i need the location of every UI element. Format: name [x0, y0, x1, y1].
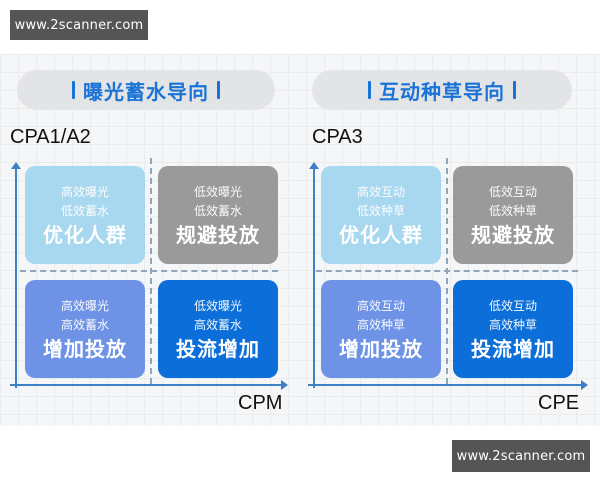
title-bar-right — [513, 81, 516, 99]
quadrant-line2: 高效蓄水 — [193, 317, 242, 332]
title-bar-left — [368, 81, 371, 99]
watermark-top: www.2scanner.com — [10, 10, 148, 40]
quadrant-action: 规避投放 — [471, 222, 555, 247]
quadrant-line1: 低效曝光 — [193, 184, 242, 199]
quadrant-action: 投流增加 — [471, 336, 555, 361]
title-bar-right — [217, 81, 220, 99]
quadrant-action: 增加投放 — [339, 336, 423, 361]
quadrant-bottom-right: 低效互动 高效种草 投流增加 — [453, 280, 573, 378]
quadrant-bottom-left: 高效曝光 高效蓄水 增加投放 — [25, 280, 145, 378]
quadrant-line2: 低效种草 — [356, 203, 405, 218]
panel-title-pill: 互动种草导向 — [312, 70, 572, 110]
quadrant-top-right: 低效互动 低效种草 规避投放 — [453, 166, 573, 264]
quadrant-top-right: 低效曝光 低效蓄水 规避投放 — [158, 166, 278, 264]
horizontal-divider — [316, 270, 578, 272]
quadrant-action: 优化人群 — [339, 222, 423, 247]
title-bar-left — [72, 81, 75, 99]
x-axis-arrow — [10, 380, 288, 390]
quadrant-line1: 低效曝光 — [193, 298, 242, 313]
watermark-bottom: www.2scanner.com — [452, 440, 590, 472]
interaction-matrix-panel: 互动种草导向 CPA3 高效互动 低效种草 优化人群 低效互动 低效种草 规避投… — [300, 54, 600, 426]
y-axis-label: CPA3 — [312, 126, 363, 148]
quadrant-bottom-right: 低效曝光 高效蓄水 投流增加 — [158, 280, 278, 378]
quadrant-action: 优化人群 — [43, 222, 127, 247]
quadrant-line1: 高效曝光 — [60, 184, 109, 199]
quadrant-line1: 低效互动 — [488, 298, 537, 313]
quadrant-top-left: 高效互动 低效种草 优化人群 — [321, 166, 441, 264]
quadrant-line2: 高效种草 — [356, 317, 405, 332]
quadrant-line1: 高效曝光 — [60, 298, 109, 313]
quadrant-top-left: 高效曝光 低效蓄水 优化人群 — [25, 166, 145, 264]
quadrant-line2: 高效蓄水 — [60, 317, 109, 332]
x-axis-label: CPM — [238, 392, 283, 414]
quadrant-line2: 低效蓄水 — [193, 203, 242, 218]
y-axis-arrow — [11, 162, 21, 388]
quadrant-action: 增加投放 — [43, 336, 127, 361]
quadrant-line1: 高效互动 — [356, 184, 405, 199]
quadrant-line1: 低效互动 — [488, 184, 537, 199]
quadrant-line2: 高效种草 — [488, 317, 537, 332]
x-axis-label: CPE — [538, 392, 580, 414]
diagram-canvas: 曝光蓄水导向 CPA1/A2 高效曝光 低效蓄水 优化人群 低效曝光 低效蓄水 … — [0, 54, 600, 426]
horizontal-divider — [20, 270, 278, 272]
quadrant-action: 规避投放 — [176, 222, 260, 247]
quadrant-line2: 低效蓄水 — [60, 203, 109, 218]
y-axis-arrow — [309, 162, 319, 388]
y-axis-label: CPA1/A2 — [10, 126, 91, 148]
quadrant-line1: 高效互动 — [356, 298, 405, 313]
panel-title-pill: 曝光蓄水导向 — [17, 70, 275, 110]
quadrant-action: 投流增加 — [176, 336, 260, 361]
panel-title: 互动种草导向 — [379, 79, 505, 104]
panel-title: 曝光蓄水导向 — [83, 79, 209, 104]
quadrant-line2: 低效种草 — [488, 203, 537, 218]
exposure-matrix-panel: 曝光蓄水导向 CPA1/A2 高效曝光 低效蓄水 优化人群 低效曝光 低效蓄水 … — [0, 54, 300, 426]
quadrant-bottom-left: 高效互动 高效种草 增加投放 — [321, 280, 441, 378]
x-axis-arrow — [308, 380, 588, 390]
